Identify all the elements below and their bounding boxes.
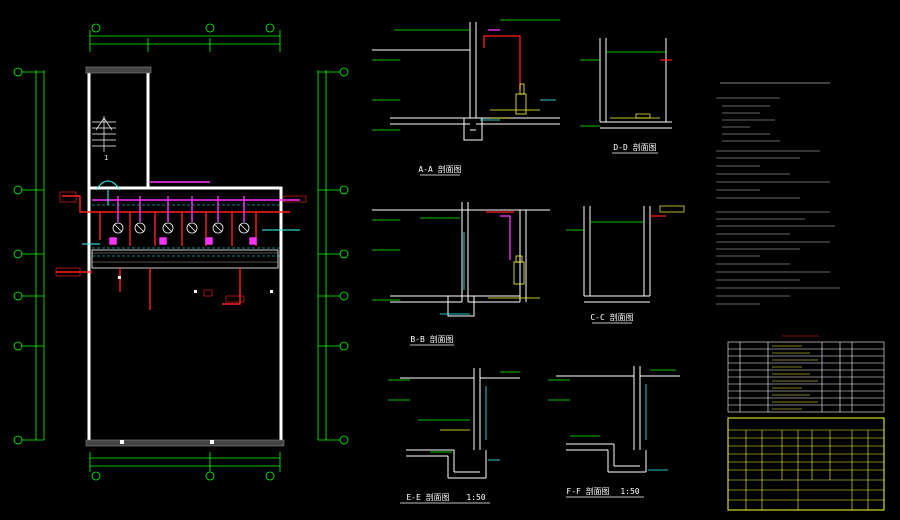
grid-bubble-top-1 [91, 23, 101, 33]
section-ee: E-E 剖面图 1:50 [388, 368, 520, 504]
section-ff: F-F 剖面图 1:50 [548, 366, 680, 498]
section-dd-title: D-D 剖面图 [613, 142, 656, 152]
section-cc: C-C 剖面图 [566, 205, 685, 324]
section-ff-title: F-F 剖面图 [566, 486, 609, 496]
plan-left-grid [13, 67, 45, 445]
section-ff-scale: 1:50 [620, 487, 639, 496]
title-block [727, 417, 885, 511]
section-dd: D-D 剖面图 [580, 38, 672, 154]
plan-walls [87, 68, 283, 445]
section-bb: B-B 剖面图 [372, 202, 550, 346]
section-aa: A-A 剖面图 [372, 19, 560, 176]
plan-top-dimension [89, 30, 281, 52]
plan-right-grid [317, 67, 349, 445]
grid-bubble-top-2 [205, 23, 215, 33]
section-cc-title: C-C 剖面图 [590, 312, 633, 322]
title-block-grid [728, 429, 884, 510]
section-ee-scale: 1:50 [466, 493, 485, 502]
plan-equipment-hatch [92, 252, 278, 263]
section-ee-title: E-E 剖面图 [406, 492, 449, 502]
plan-view: 1 [13, 23, 349, 481]
section-aa-title: A-A 剖面图 [418, 164, 461, 174]
plan-columns [118, 276, 273, 444]
plan-wall-hatch [85, 66, 285, 447]
plan-pipe-labels [55, 191, 307, 303]
plan-stair-number: 1 [104, 154, 108, 162]
plan-dashed-walls [92, 204, 280, 257]
plan-bottom-dimension [89, 452, 281, 481]
equipment-table-grid [727, 341, 885, 413]
section-bb-title: B-B 剖面图 [410, 334, 453, 344]
plan-pipes-cyan [82, 180, 300, 245]
plan-pumps [112, 222, 250, 234]
notes-block [716, 82, 840, 305]
plan-pipes-magenta [92, 181, 300, 245]
plan-equipment-band [91, 249, 279, 269]
notes-line-marks [716, 97, 840, 305]
plan-stair [92, 116, 116, 152]
grid-bubble-top-3 [265, 23, 275, 33]
equipment-table [727, 335, 885, 413]
